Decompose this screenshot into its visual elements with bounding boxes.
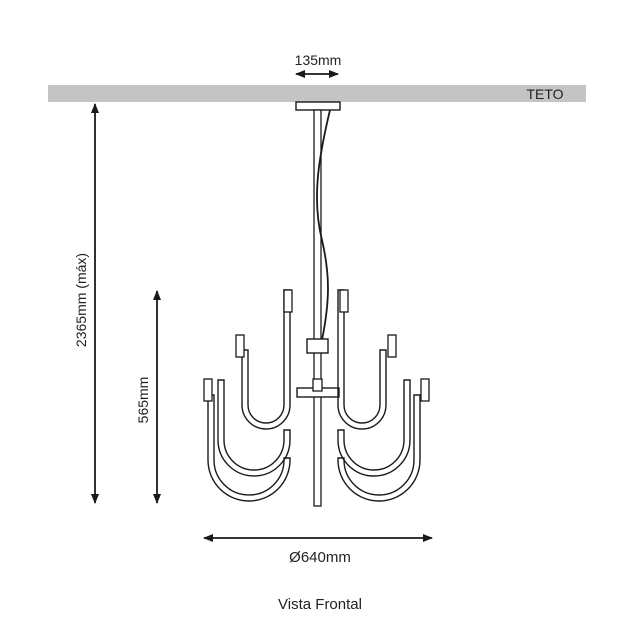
lamp-tip bbox=[387, 334, 397, 358]
power-cable bbox=[316, 109, 331, 341]
total-height-label: 2365mm (máx) bbox=[73, 253, 89, 347]
ceiling-label: TETO bbox=[526, 86, 563, 102]
diameter-label: Ø640mm bbox=[289, 549, 351, 566]
arm-outer-right bbox=[337, 394, 421, 502]
arm-mid-left bbox=[217, 379, 291, 477]
arm-top-left bbox=[241, 289, 291, 430]
view-caption: Vista Frontal bbox=[278, 596, 362, 613]
lamp-tip bbox=[420, 378, 430, 402]
lamp-tips bbox=[203, 289, 430, 402]
arm-top-right bbox=[337, 289, 387, 430]
lamp-tip bbox=[203, 378, 213, 402]
canopy-width-label: 135mm bbox=[295, 52, 342, 68]
body-connector bbox=[306, 338, 329, 354]
support-rod bbox=[313, 109, 322, 507]
arm-mid-right bbox=[337, 379, 411, 477]
hub-center bbox=[312, 378, 323, 392]
canopy bbox=[295, 101, 341, 111]
lamp-tip bbox=[283, 289, 293, 313]
fixture-height-label: 565mm bbox=[135, 377, 151, 424]
lamp-tip bbox=[235, 334, 245, 358]
ceiling-bar bbox=[48, 85, 586, 102]
arms bbox=[207, 289, 421, 502]
lamp-tip bbox=[339, 289, 349, 313]
